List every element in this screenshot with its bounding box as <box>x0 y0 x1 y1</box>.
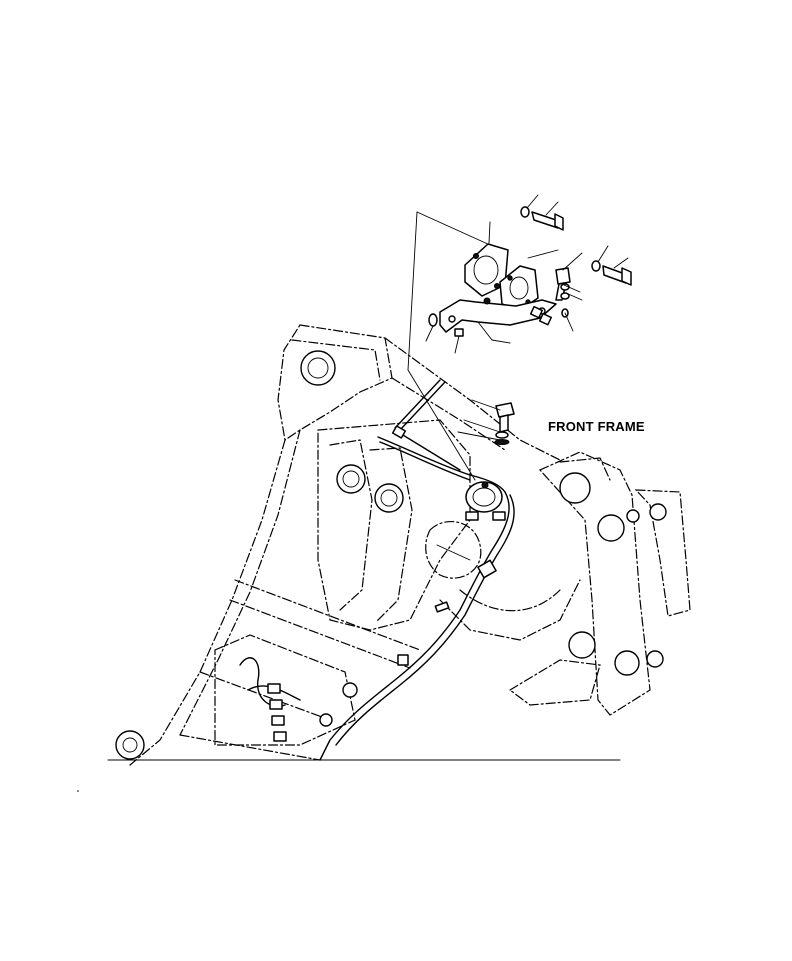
exploded-parts <box>407 194 632 481</box>
flange-cover-part <box>464 243 509 297</box>
harness-mount-bolt <box>494 402 515 445</box>
front-frame-drawing <box>107 324 691 766</box>
small-bolt-lower <box>454 328 464 337</box>
callout-leaders <box>425 194 629 441</box>
nut-left <box>428 313 438 327</box>
bolt-upper-right <box>591 260 632 286</box>
bolt-upper-left <box>520 206 564 231</box>
clamp-nuts <box>529 305 552 326</box>
scan-mark <box>77 790 79 792</box>
small-nut <box>483 297 491 305</box>
front-frame-label: FRONT FRAME <box>548 419 645 434</box>
